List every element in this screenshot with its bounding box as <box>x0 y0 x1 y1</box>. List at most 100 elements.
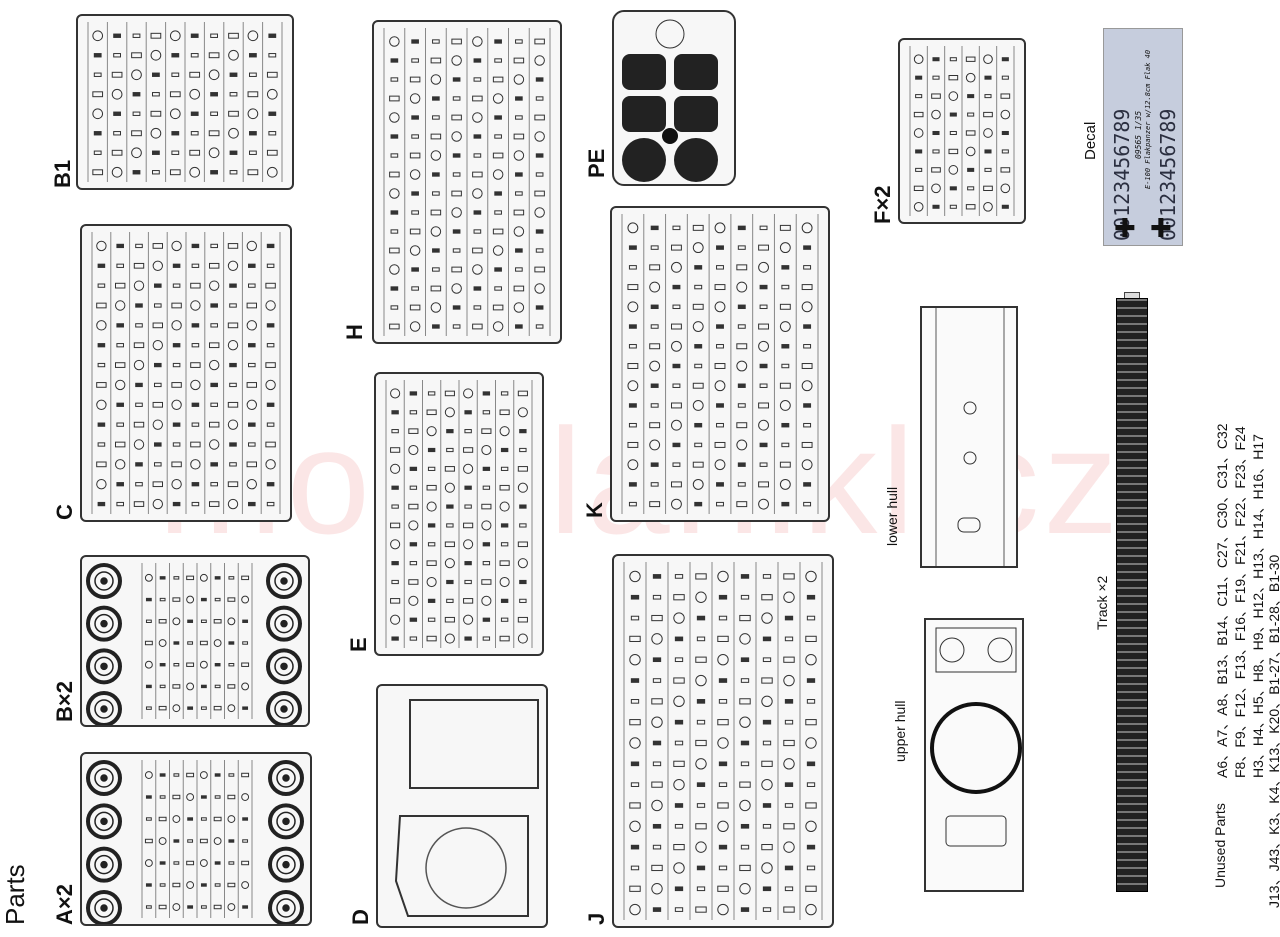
sprue-part <box>391 504 399 509</box>
sprue-part <box>411 191 419 196</box>
sprue-part <box>740 907 750 912</box>
sprue-part <box>758 340 769 352</box>
sprue-part <box>200 817 207 821</box>
sprue-part <box>97 283 106 288</box>
sprue-part <box>630 699 640 704</box>
sprue-part <box>781 344 790 349</box>
sprue-h <box>372 20 562 344</box>
sprue-part <box>158 705 167 711</box>
sprue-part <box>116 402 124 407</box>
sprue-part <box>228 576 235 580</box>
sprue-part <box>186 772 195 778</box>
road-wheel-part <box>94 768 114 788</box>
sprue-part <box>739 614 751 622</box>
sprue-part <box>248 362 256 368</box>
sprue-part <box>227 243 239 249</box>
sprue-part <box>268 33 277 38</box>
sprue-part <box>515 115 523 120</box>
sprue-part <box>213 837 222 845</box>
sprue-part <box>519 523 527 528</box>
sprue-part <box>227 498 239 510</box>
sprue-part <box>390 77 399 82</box>
sprue-part <box>630 782 640 787</box>
sprue-part <box>150 32 162 39</box>
sprue-part <box>200 619 207 623</box>
sprue-part <box>246 461 258 468</box>
sprue-part <box>473 229 482 234</box>
unused-parts-line-1: A6、A7、A8、B13、B14、C11、C27、C30、C31、C32 <box>1214 423 1230 778</box>
sprue-part <box>152 481 163 488</box>
sprue-part <box>629 903 641 916</box>
sprue-part <box>984 94 992 99</box>
sprue-part <box>737 403 746 408</box>
sprue-part <box>984 149 992 154</box>
road-wheel-part <box>268 803 304 840</box>
sprue-part <box>674 907 684 912</box>
sprue-part <box>535 248 544 253</box>
sprue-part <box>463 463 474 474</box>
sprue-part <box>481 520 492 531</box>
sprue-part <box>629 820 641 833</box>
sprue-part <box>515 96 523 101</box>
sprue-part <box>159 576 166 580</box>
sprue-part <box>696 719 706 725</box>
sprue-part <box>651 633 663 645</box>
sprue-part <box>158 639 167 647</box>
sprue-part <box>389 247 400 254</box>
sprue-part <box>171 399 182 410</box>
page-title: Parts <box>0 864 30 925</box>
sprue-part <box>248 501 256 507</box>
sprue-part <box>948 75 959 81</box>
sprue-part <box>673 760 685 767</box>
sprue-part <box>463 447 474 453</box>
sprue-part <box>444 541 455 548</box>
sprue-part <box>519 447 527 453</box>
sprue-part <box>408 520 419 531</box>
sprue-part <box>93 72 102 77</box>
road-wheel-part <box>268 846 304 883</box>
sprue-part <box>171 240 182 252</box>
sprue-part <box>801 284 813 291</box>
sprue-part <box>452 248 461 253</box>
sprue-part <box>266 482 275 487</box>
sprue-part <box>172 263 181 268</box>
sprue-part <box>784 615 794 621</box>
sprue-part <box>672 225 681 231</box>
sprue-b1-label: B1 <box>50 159 75 188</box>
sprue-j-parts <box>623 562 823 920</box>
sprue-part <box>695 739 707 747</box>
sprue-part <box>464 485 472 490</box>
sprue-part <box>803 265 812 270</box>
sprue-part <box>430 150 442 161</box>
sprue-part <box>517 633 528 644</box>
sprue-part <box>411 39 419 44</box>
sprue-part <box>213 816 222 822</box>
sprue-part <box>984 167 992 172</box>
sprue-part <box>672 304 681 310</box>
sprue-part <box>172 704 181 713</box>
sprue-part <box>931 109 941 120</box>
sprue-part <box>517 616 528 623</box>
sprue-part <box>739 633 751 645</box>
road-wheel-part <box>86 846 122 883</box>
sprue-part <box>806 615 816 621</box>
sprue-part <box>949 112 957 117</box>
sprue-part <box>268 111 277 116</box>
sprue-part <box>408 444 419 456</box>
sprue-part <box>145 817 152 821</box>
road-wheel-part <box>282 817 290 826</box>
sprue-part <box>671 498 682 510</box>
sprue-part <box>736 422 748 429</box>
sprue-part <box>158 904 167 910</box>
sprue-part <box>932 149 940 154</box>
sprue-part <box>759 225 768 231</box>
sprue-part <box>228 861 235 865</box>
sprue-part <box>200 706 207 710</box>
sprue-part <box>696 699 706 704</box>
sprue-part <box>965 72 976 83</box>
sprue-part <box>189 88 201 100</box>
sprue-part <box>266 343 275 348</box>
sprue-part <box>171 302 182 309</box>
sprue-part <box>96 320 107 331</box>
sprue-part <box>652 823 662 829</box>
